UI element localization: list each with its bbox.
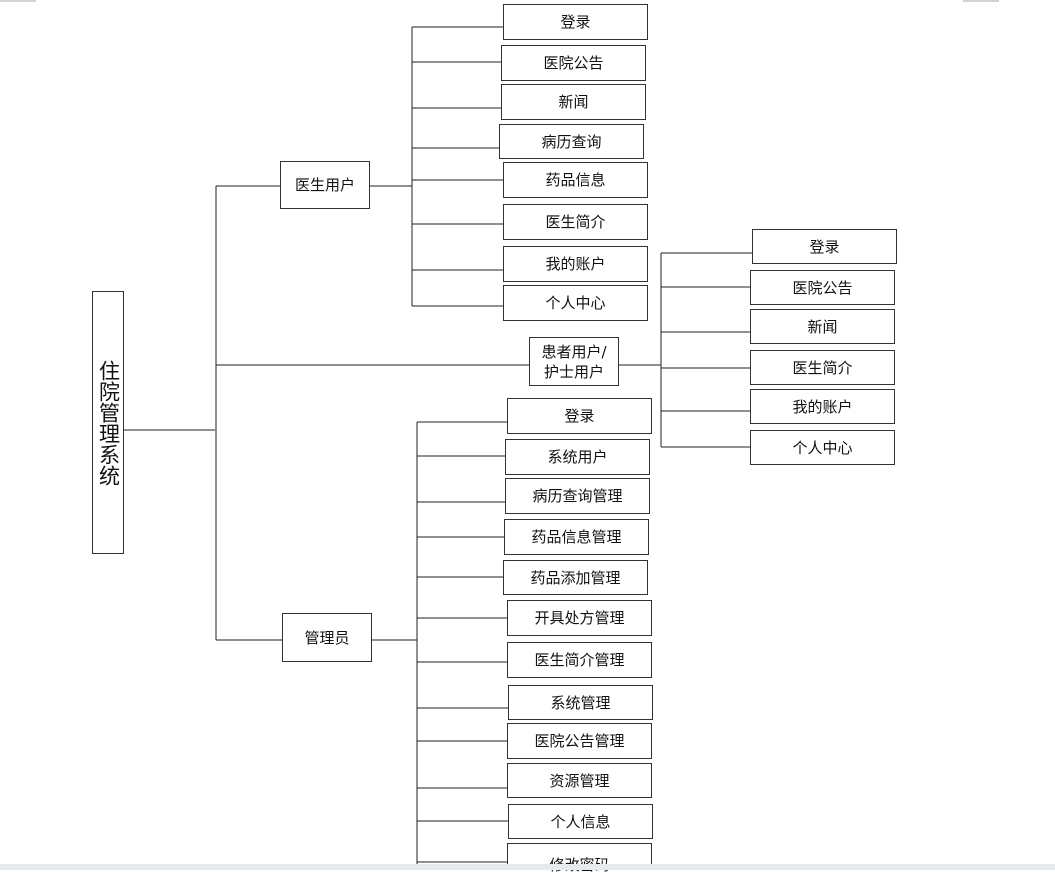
admin-item: 病历查询管理 bbox=[505, 478, 650, 514]
doctor-item-label: 医院公告 bbox=[543, 54, 604, 72]
doctor-item-label: 医生简介 bbox=[545, 213, 606, 231]
doctor-item-label: 我的账户 bbox=[545, 255, 606, 273]
page-corner-mark-right bbox=[963, 0, 999, 2]
doctor-item-label: 药品信息 bbox=[545, 171, 606, 189]
doctor-item-label: 个人中心 bbox=[545, 294, 606, 312]
doctor-item-label: 登录 bbox=[560, 13, 591, 31]
patient-item-label: 我的账户 bbox=[792, 397, 853, 416]
admin-item: 系统用户 bbox=[505, 439, 650, 475]
doctor-item: 新闻 bbox=[501, 84, 646, 120]
role-patient: 患者用户/ 护士用户 bbox=[529, 337, 619, 386]
role-doctor-label: 医生用户 bbox=[294, 176, 355, 194]
patient-item: 新闻 bbox=[750, 309, 895, 344]
admin-item: 系统管理 bbox=[508, 685, 653, 720]
admin-item: 药品信息管理 bbox=[504, 519, 649, 555]
doctor-item-label: 病历查询 bbox=[541, 132, 602, 151]
patient-item-label: 新闻 bbox=[807, 317, 838, 336]
admin-item-label: 药品添加管理 bbox=[530, 568, 621, 587]
doctor-item: 医院公告 bbox=[501, 45, 646, 81]
patient-item: 我的账户 bbox=[750, 389, 895, 424]
admin-item: 资源管理 bbox=[507, 763, 652, 798]
admin-item-label: 系统管理 bbox=[550, 693, 611, 712]
admin-item: 个人信息 bbox=[508, 804, 653, 839]
admin-item-label: 医生简介管理 bbox=[534, 651, 625, 669]
admin-item-label: 个人信息 bbox=[550, 812, 611, 831]
patient-item: 医院公告 bbox=[750, 270, 895, 305]
patient-item-label: 个人中心 bbox=[792, 438, 853, 457]
admin-item: 医生简介管理 bbox=[507, 642, 652, 678]
patient-item-label: 医生简介 bbox=[792, 358, 853, 377]
patient-item: 登录 bbox=[752, 229, 897, 264]
admin-item-label: 药品信息管理 bbox=[531, 528, 622, 546]
admin-item: 登录 bbox=[507, 398, 652, 434]
doctor-item: 个人中心 bbox=[503, 285, 648, 321]
role-doctor: 医生用户 bbox=[280, 161, 370, 209]
doctor-item: 登录 bbox=[503, 4, 648, 40]
doctor-item-label: 新闻 bbox=[558, 93, 589, 111]
doctor-item: 医生简介 bbox=[503, 204, 648, 240]
doctor-item: 病历查询 bbox=[499, 124, 644, 159]
doctor-item: 我的账户 bbox=[503, 246, 648, 282]
admin-item-label: 开具处方管理 bbox=[534, 609, 625, 627]
admin-item-label: 病历查询管理 bbox=[532, 487, 623, 505]
admin-item: 开具处方管理 bbox=[507, 600, 652, 636]
admin-item: 医院公告管理 bbox=[507, 723, 652, 759]
admin-item: 药品添加管理 bbox=[503, 560, 648, 595]
root-title: 住院管理系统 bbox=[96, 359, 121, 486]
role-patient-label-2: 护士用户 bbox=[543, 362, 604, 381]
role-admin-label: 管理员 bbox=[304, 628, 350, 647]
patient-item: 医生简介 bbox=[750, 350, 895, 385]
patient-item-label: 医院公告 bbox=[792, 278, 853, 297]
admin-item-label: 医院公告管理 bbox=[534, 732, 625, 750]
root-node: 住院管理系统 bbox=[92, 291, 124, 554]
doctor-item: 药品信息 bbox=[503, 162, 648, 198]
admin-item-label: 系统用户 bbox=[547, 448, 608, 466]
patient-item: 个人中心 bbox=[750, 430, 895, 465]
role-admin: 管理员 bbox=[282, 613, 372, 662]
patient-item-label: 登录 bbox=[809, 237, 840, 256]
page-corner-mark-left bbox=[0, 0, 36, 2]
bottom-scroll-bar[interactable] bbox=[0, 864, 1055, 870]
admin-item-label: 资源管理 bbox=[549, 771, 610, 790]
admin-item-label: 登录 bbox=[564, 407, 595, 425]
role-patient-label-1: 患者用户/ bbox=[541, 342, 607, 361]
